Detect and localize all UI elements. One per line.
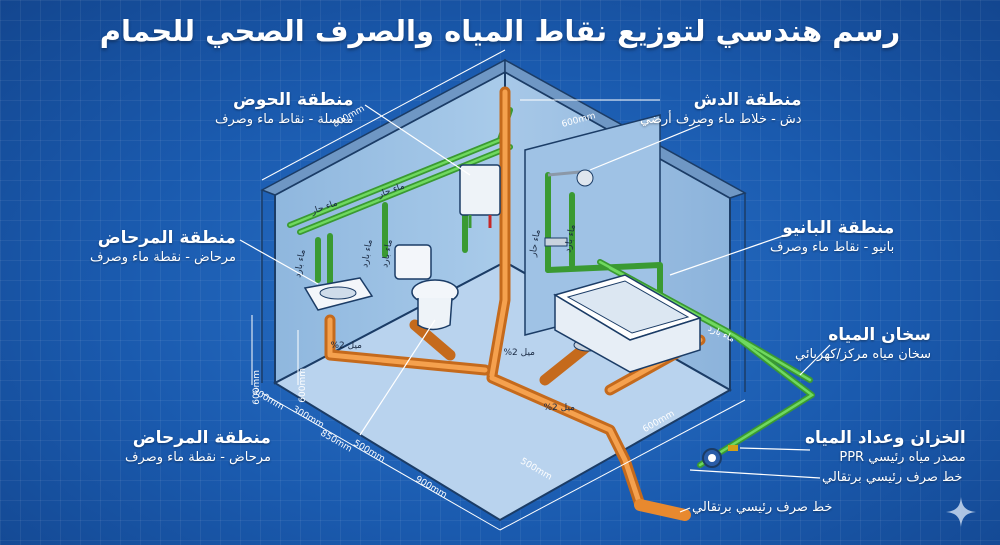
label-sub: مرحاض - نقطة ماء وصرف	[125, 450, 271, 465]
dim-wall-height: 600mm	[252, 370, 262, 405]
water-heater	[459, 164, 501, 228]
bathtub	[553, 274, 702, 373]
pipe-label-cold: ماء بارد	[380, 239, 395, 269]
label-shower-area: منطقة الدش دش - خلاط ماء وصرف أرضي	[640, 90, 802, 127]
slope-label: ميل 2%	[503, 348, 535, 358]
water-meter	[702, 445, 738, 468]
dim-front-3: 850mm	[318, 429, 353, 455]
label-heading: سخان المياه	[828, 325, 931, 345]
leader-lines	[239, 104, 831, 513]
pipe-label-hot: ماء حار	[528, 229, 543, 259]
label-heading: منطقة الدش	[693, 90, 802, 110]
page-title: رسم هندسي لتوزيع نقاط المياه والصرف الصح…	[99, 14, 901, 48]
label-tank-meter: الخزان وعداد المياه مصدر مياه رئيسي PPR	[805, 428, 966, 465]
label-toilet-area-upper: منطقة المرحاض مرحاض - نقطة ماء وصرف	[90, 228, 236, 265]
label-basin-area: منطقة الحوض مغسلة - نقاط ماء وصرف	[215, 90, 354, 127]
label-sub: مرحاض - نقطة ماء وصرف	[90, 250, 236, 265]
main-drain-outlet	[634, 499, 691, 521]
pipe-label-cold: ماء بارد	[563, 224, 578, 254]
note-drain-line: خط صرف رئيسي برتقالي	[692, 500, 833, 515]
label-heading: منطقة الحوض	[233, 90, 354, 110]
label-water-heater: سخان المياه سخان مياه مركز/كهربائي	[795, 325, 931, 362]
label-sub: سخان مياه مركز/كهربائي	[795, 347, 931, 362]
label-bathtub-area: منطقة البانيو بانيو - نقاط ماء وصرف	[770, 218, 894, 255]
label-sub: مصدر مياه رئيسي PPR	[839, 450, 966, 465]
sparkle-icon	[946, 497, 976, 527]
note-drain-line: خط صرف رئيسي برتقالي	[822, 470, 963, 485]
slope-label: ميل 2%	[543, 403, 575, 413]
label-sub: مغسلة - نقاط ماء وصرف	[215, 112, 354, 127]
pipe-label-cold: ماء بارد	[293, 249, 308, 279]
label-heading: الخزان وعداد المياه	[805, 428, 966, 448]
dimension-lines	[251, 49, 746, 531]
label-toilet-area-lower: منطقة المرحاض مرحاض - نقطة ماء وصرف	[125, 428, 271, 465]
label-heading: منطقة المرحاض	[97, 228, 236, 248]
dim-inner-height: 600mm	[298, 368, 308, 403]
toilet	[394, 244, 459, 331]
slope-label: ميل 2%	[330, 341, 362, 351]
drain-pipes-highlight	[327, 89, 703, 508]
wash-basin	[303, 277, 374, 311]
label-heading: منطقة المرحاض	[132, 428, 271, 448]
shower-head	[544, 169, 594, 247]
pipe-label-cold: ماء بارد	[360, 239, 375, 269]
label-heading: منطقة البانيو	[782, 218, 895, 238]
label-sub: دش - خلاط ماء وصرف أرضي	[640, 112, 802, 127]
label-sub: بانيو - نقاط ماء وصرف	[770, 240, 895, 255]
